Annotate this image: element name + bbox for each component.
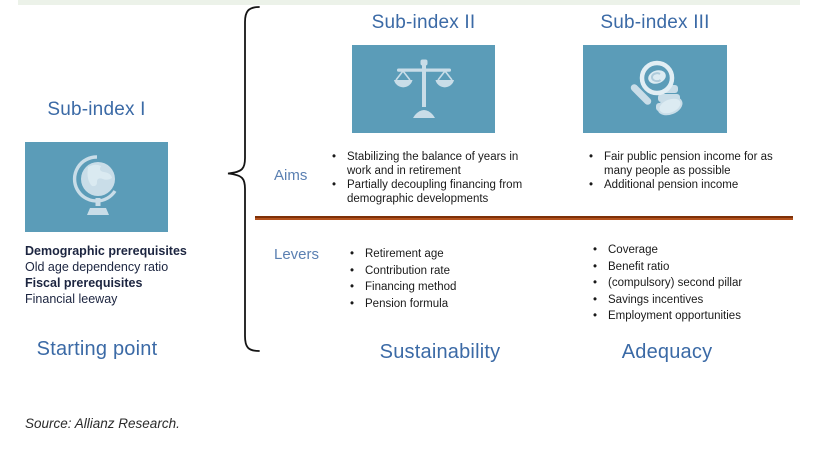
magnifier-coins-icon (630, 60, 683, 116)
levers-item: Savings incentives (591, 292, 742, 309)
globe-icon (72, 155, 116, 215)
sub-index-3-title: Sub-index III (600, 12, 710, 33)
sustainability-label: Sustainability (379, 341, 501, 363)
adequacy-label: Adequacy (621, 341, 713, 363)
sub-index-3-levers-list: CoverageBenefit ratio(compulsory) second… (591, 242, 742, 325)
levers-item: Contribution rate (348, 263, 456, 280)
sub-index-2-levers-list: Retirement ageContribution rateFinancing… (348, 246, 456, 312)
sub-index-2-icon-box (352, 45, 495, 133)
sub-index-2-title: Sub-index II (371, 12, 476, 33)
sub-index-1-title: Sub-index I (47, 99, 146, 120)
curly-brace (227, 6, 260, 352)
top-accent-strip (18, 0, 800, 5)
aims-levers-divider (255, 216, 793, 220)
levers-item: Retirement age (348, 246, 456, 263)
aims-item: Partially decoupling financing from demo… (330, 178, 535, 206)
starting-point-label: Starting point (36, 338, 158, 360)
levers-item: Financing method (348, 279, 456, 296)
prerequisite-item: Financial leeway (25, 292, 118, 306)
prerequisite-item: Old age dependency ratio (25, 260, 169, 274)
aims-row-label: Aims (274, 167, 308, 184)
aims-item: Fair public pension income for as many p… (587, 150, 794, 178)
sub-index-1-icon-box (25, 142, 168, 232)
levers-item: (compulsory) second pillar (591, 275, 742, 292)
balance-scale-icon (393, 59, 454, 118)
prerequisite-item: Fiscal prerequisites (25, 276, 143, 290)
source-note: Source: Allianz Research. (25, 416, 180, 431)
sub-index-2-aims-list: Stabilizing the balance of years in work… (330, 150, 535, 206)
levers-row-label: Levers (274, 246, 320, 263)
levers-item: Employment opportunities (591, 308, 742, 325)
levers-item: Benefit ratio (591, 259, 742, 276)
sub-index-3-aims-list: Fair public pension income for as many p… (587, 150, 797, 192)
levers-item: Coverage (591, 242, 742, 259)
sub-index-3-icon-box (583, 45, 727, 133)
prerequisite-item: Demographic prerequisites (25, 244, 187, 258)
aims-item: Additional pension income (587, 178, 794, 192)
levers-item: Pension formula (348, 296, 456, 313)
aims-item: Stabilizing the balance of years in work… (330, 150, 535, 178)
